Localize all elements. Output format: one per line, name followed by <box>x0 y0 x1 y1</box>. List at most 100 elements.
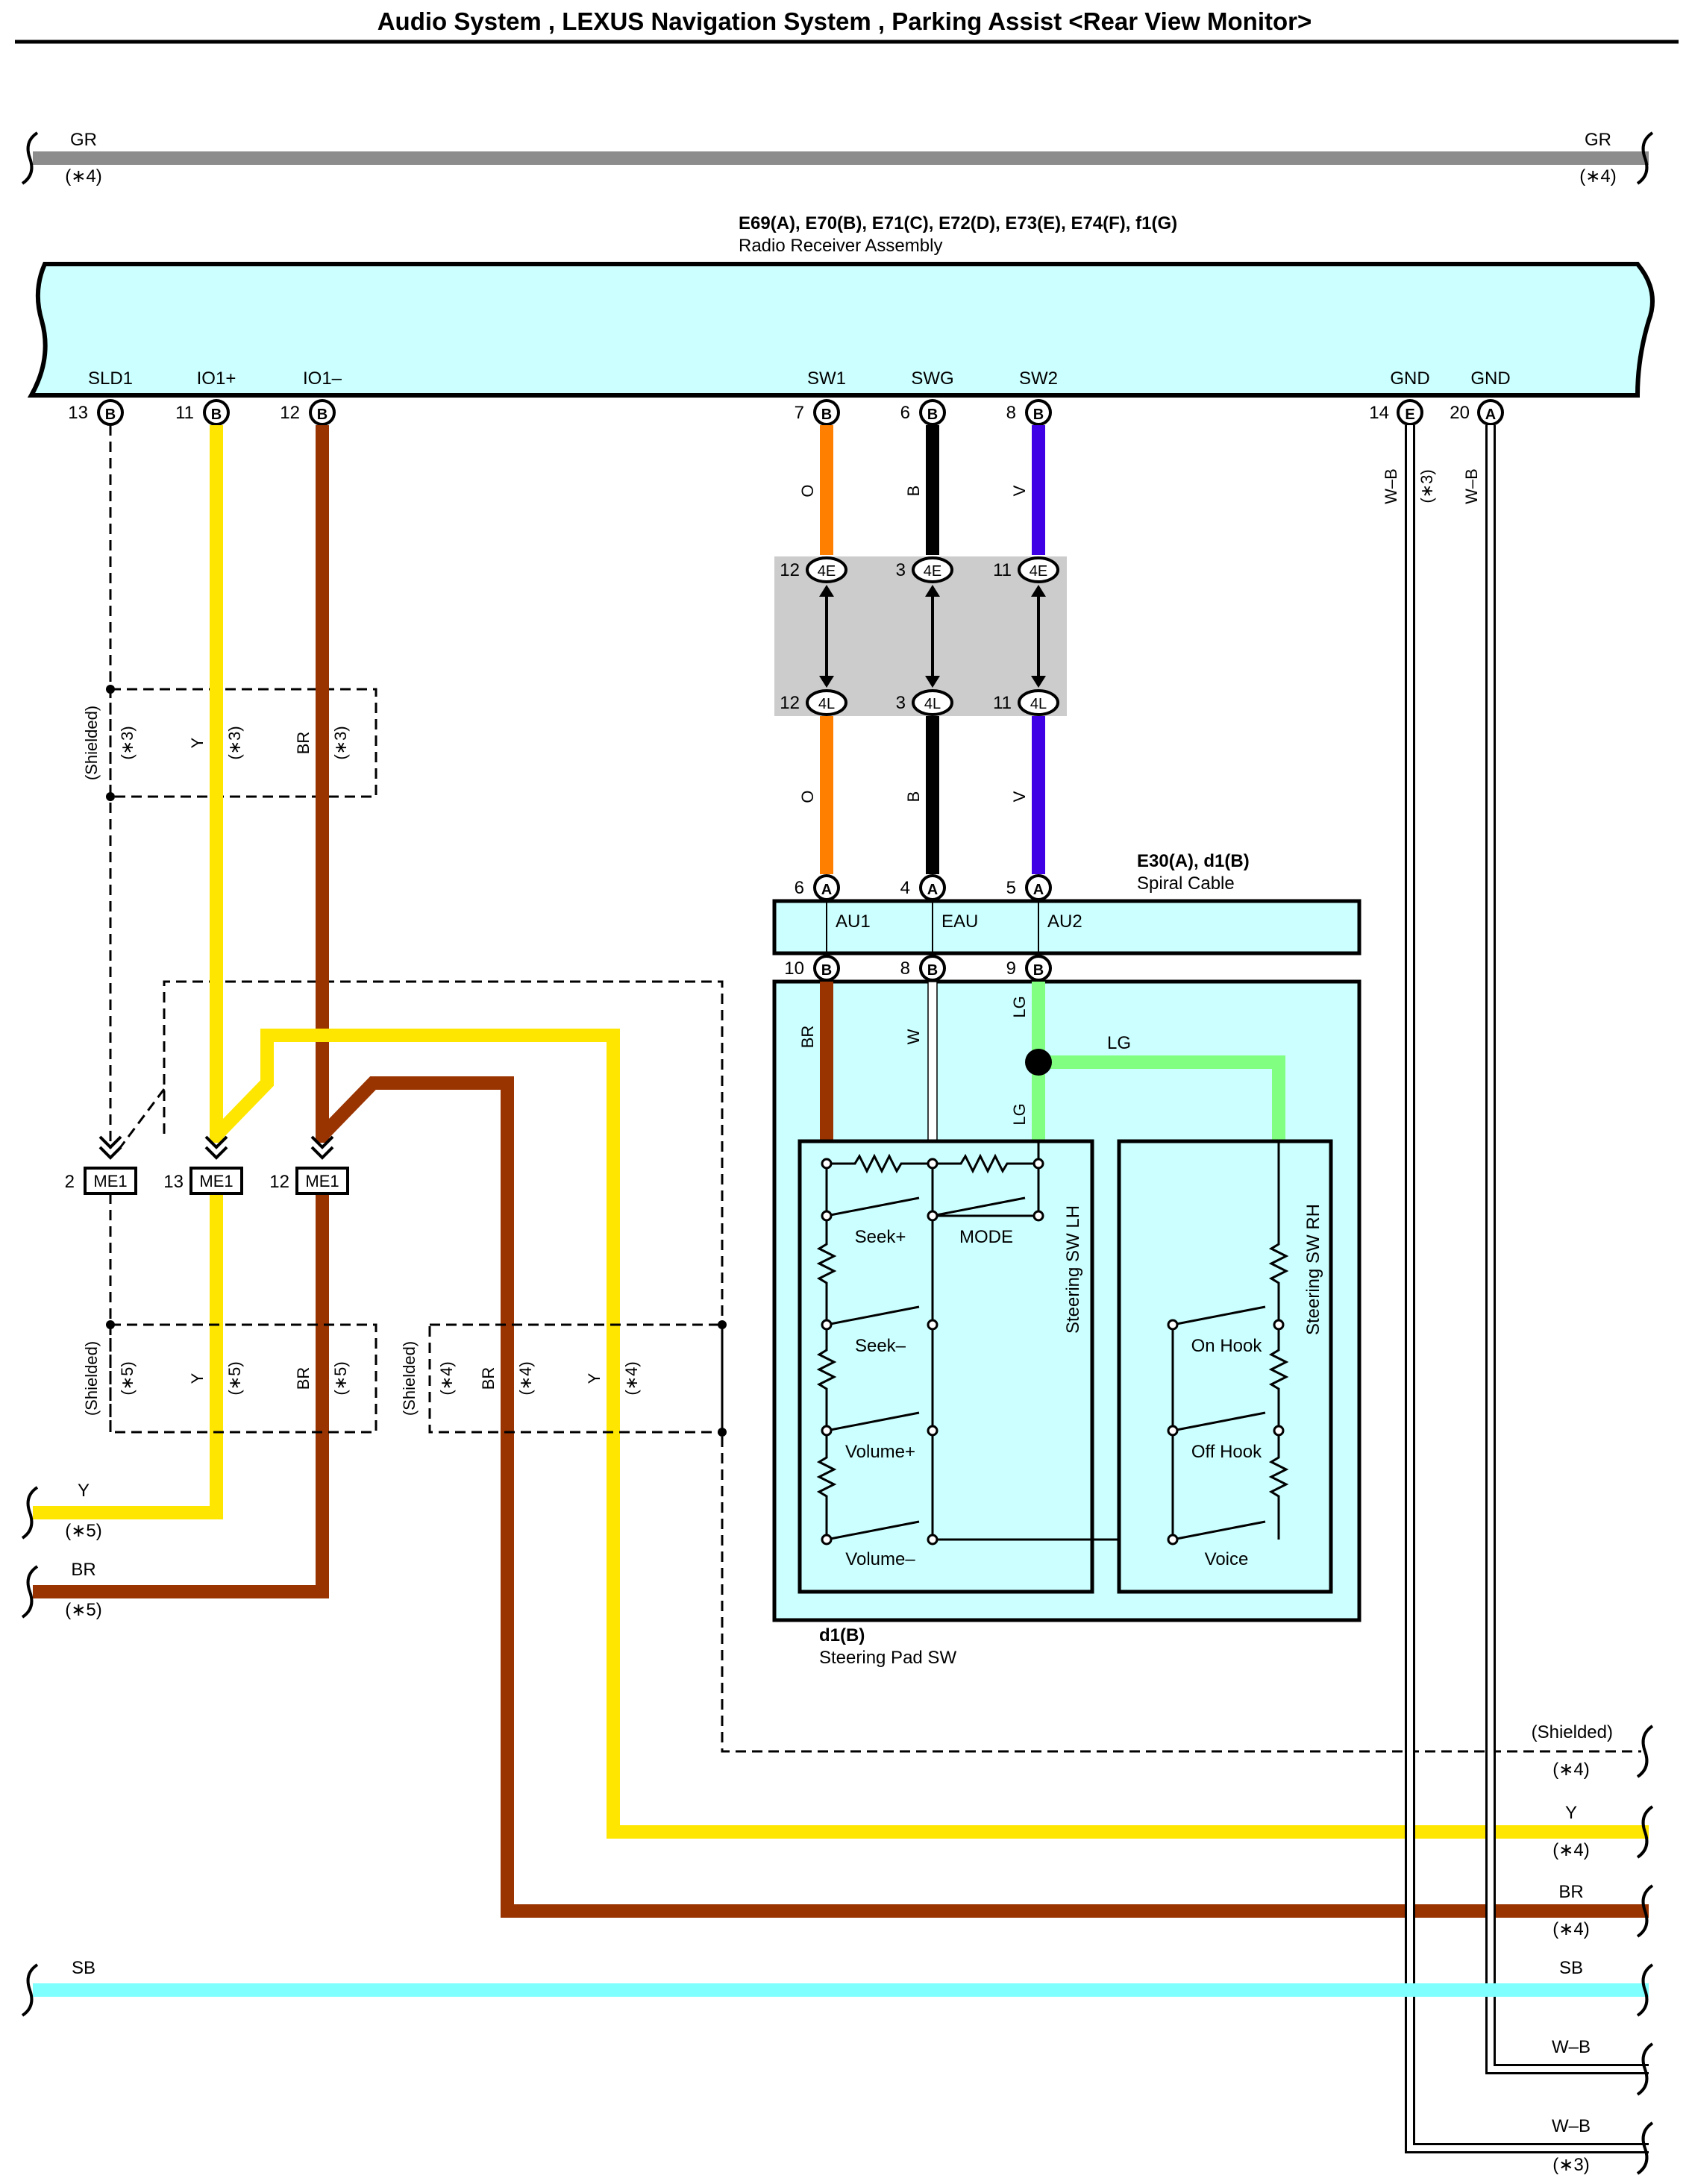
exit-note: (∗4) <box>1552 1760 1589 1780</box>
conn-letter: A <box>1485 407 1496 423</box>
node <box>927 1158 938 1170</box>
conn-id: 4E <box>818 563 836 580</box>
junction-dot <box>1025 1049 1052 1076</box>
node <box>1032 1210 1044 1222</box>
break-mark <box>1636 131 1654 185</box>
exit-note: (∗5) <box>65 1521 101 1541</box>
pin-number: 11 <box>175 403 194 423</box>
radio-receiver-assembly <box>27 262 1655 398</box>
connector-oval <box>912 689 953 716</box>
conn-id: 4L <box>1030 696 1047 712</box>
break-mark <box>1636 1884 1654 1938</box>
switch-mode <box>932 1196 1026 1217</box>
pin-number: 8 <box>900 958 910 979</box>
connector-box <box>189 1167 243 1195</box>
switch-label: Seek+ <box>855 1227 906 1247</box>
spiral-label-eau: EAU <box>941 911 978 932</box>
diagram-title: Audio System , LEXUS Navigation System ,… <box>377 7 1312 35</box>
arrow-heads <box>1031 585 1046 688</box>
resistor-chain-top <box>827 1141 1040 1174</box>
pin-number: 5 <box>1006 878 1016 898</box>
junction-pins-top: 12 4E 3 4E 11 4E <box>780 556 1059 583</box>
wire-color-label: O <box>798 790 817 803</box>
exit-label: BR <box>71 1560 95 1580</box>
receiver-terminal-gnd-e: GND 14 E <box>1369 368 1430 426</box>
wb-wire-inner <box>1488 425 1649 2072</box>
shield-note: (∗4) <box>622 1361 641 1395</box>
connector-box <box>84 1167 137 1195</box>
pin-number: 13 <box>68 403 88 423</box>
exit-note: (∗3) <box>1552 2155 1589 2175</box>
pin-number: 9 <box>1006 958 1016 979</box>
shield-line-4 <box>163 980 1641 1753</box>
steering-sw-lh-label: Steering SW LH <box>1063 1205 1083 1334</box>
node <box>1273 1319 1285 1331</box>
terminal-circle <box>813 399 840 426</box>
resistor-chain-left <box>816 1164 837 1540</box>
shield-group-4-box <box>428 1323 724 1434</box>
break-mark <box>1636 1725 1654 1778</box>
shield-line-4-join <box>118 1088 166 1149</box>
receiver-terminal-io1-plus: IO1+ 11 B <box>175 368 236 426</box>
wire-color-label: BR <box>479 1367 498 1390</box>
rh-circuit <box>1171 1141 1289 1541</box>
conn-letter: B <box>927 407 938 423</box>
switch-label: Off Hook <box>1191 1442 1262 1462</box>
shield-note: (∗4) <box>437 1361 456 1395</box>
spiral-cable <box>772 899 1361 956</box>
switch-label: Seek– <box>855 1336 906 1356</box>
wire-note: (∗3) <box>1417 469 1436 503</box>
conn-letter: B <box>821 962 832 979</box>
pin-number: 10 <box>784 958 804 979</box>
wire-color-label: V <box>1010 791 1029 802</box>
switch-volume-plus <box>826 1411 920 1432</box>
connector-oval <box>806 689 847 716</box>
break-mark <box>21 1565 39 1619</box>
conn-letter: A <box>927 882 938 898</box>
terminal-circle <box>1397 399 1423 426</box>
connector-chevron <box>98 1135 122 1160</box>
gr-wire-label: GR <box>1585 130 1611 150</box>
lh-dots <box>821 1158 1044 1546</box>
wire-color-label: B <box>904 486 923 497</box>
pin-number: 12 <box>780 693 800 713</box>
exit-label: Y <box>78 1481 90 1501</box>
wire-color-label: LG <box>1010 996 1029 1017</box>
wire-color-label: Y <box>585 1372 604 1384</box>
exit-note: (∗4) <box>1552 1840 1589 1860</box>
receiver-terminal-swg: SWG 6 B <box>900 368 954 426</box>
spiral-label-au2: AU2 <box>1047 911 1082 932</box>
switch-on-hook <box>1172 1305 1266 1326</box>
yellow-wire-exit-5 <box>33 1174 223 1519</box>
connector-oval <box>1018 689 1059 716</box>
brown-wire-exit-5 <box>33 1174 329 1598</box>
node <box>927 1534 938 1546</box>
switch-label: Volume– <box>845 1549 915 1569</box>
node <box>1032 1158 1044 1170</box>
wire-color-label: B <box>904 791 923 803</box>
node <box>821 1319 833 1331</box>
receiver-name: Radio Receiver Assembly <box>739 236 942 256</box>
pin-number: 4 <box>900 878 910 898</box>
node <box>1167 1425 1179 1437</box>
pin-number: 7 <box>795 403 804 423</box>
wire-color-label: V <box>1010 485 1029 496</box>
wb-wire-inner <box>1407 425 1649 2151</box>
terminal-circle <box>309 399 336 426</box>
terminal-circle <box>1477 399 1504 426</box>
terminal-circle <box>1025 399 1052 426</box>
receiver-connectors: E69(A), E70(B), E71(C), E72(D), E73(E), … <box>739 213 1177 233</box>
break-mark <box>21 1486 39 1540</box>
switch-label: Voice <box>1205 1549 1249 1569</box>
terminal-label: SW2 <box>1019 368 1058 389</box>
connector-oval <box>912 556 953 583</box>
switch-volume-minus <box>826 1520 920 1541</box>
conn-letter: B <box>211 407 222 423</box>
break-mark <box>21 1963 39 2017</box>
white-wire-eau <box>927 981 938 1142</box>
exit-label: W–B <box>1552 2037 1591 2057</box>
shield-note: (∗5) <box>118 1361 137 1395</box>
steering-sw-lh <box>798 1139 1094 1594</box>
gr-wire-note: (∗4) <box>65 166 101 186</box>
switch-label: Volume+ <box>845 1442 915 1462</box>
